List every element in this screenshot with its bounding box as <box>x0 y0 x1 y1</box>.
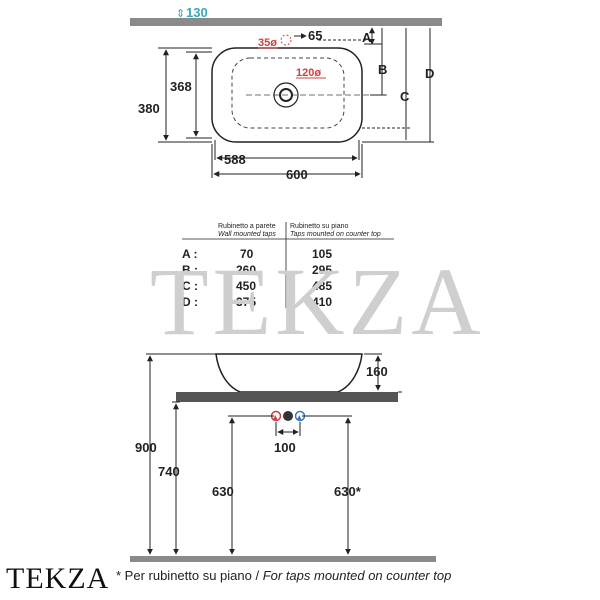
row-c-label: C : <box>182 279 198 293</box>
row-d-wall: 375 <box>236 295 256 309</box>
dim-600: 600 <box>286 167 308 182</box>
tap-hole <box>280 34 292 46</box>
row-a-counter: 105 <box>312 247 332 261</box>
label-b: B <box>378 62 387 77</box>
label-d: D <box>425 66 434 81</box>
overflow-arrow-icon: ⇕ <box>176 7 185 20</box>
row-b-label: B : <box>182 263 198 277</box>
svg-text:▲: ▲ <box>273 414 278 421</box>
head-col2-it: Rubinetto su piano <box>290 223 348 230</box>
table-row: A : 70 105 <box>182 247 332 261</box>
head-col2-en: Taps mounted on counter top <box>290 231 381 238</box>
footnote-plain: * Per rubinetto su piano / <box>116 568 263 583</box>
footnote: * Per rubinetto su piano / For taps moun… <box>116 568 451 583</box>
dim-740: 740 <box>158 464 180 479</box>
basin-outline <box>211 47 363 143</box>
dim-900: 900 <box>135 440 157 455</box>
head-col1-it: Rubinetto a parete <box>218 223 276 230</box>
dim-368: 368 <box>170 79 192 94</box>
footnote-italic: For taps mounted on counter top <box>262 568 452 583</box>
row-c-wall: 450 <box>236 279 256 293</box>
dim-35: 35ø <box>258 37 277 49</box>
svg-text:▲: ▲ <box>297 414 302 421</box>
dim-160: 160 <box>366 364 388 379</box>
row-a-label: A : <box>182 247 198 261</box>
basin-profile <box>215 353 363 393</box>
top-view: ⇕ 130 35ø 65 120ø 368 380 <box>130 5 442 182</box>
row-b-wall: 260 <box>236 263 256 277</box>
table-row: D : 375 410 <box>182 295 332 309</box>
row-c-counter: 485 <box>312 279 332 293</box>
basin-inner-dashed <box>231 57 345 129</box>
dim-588: 588 <box>224 152 246 167</box>
table-row: C : 450 485 <box>182 279 332 293</box>
dimensions-table: Rubinetto a parete Wall mounted taps Rub… <box>182 222 394 309</box>
label-c: C <box>400 89 410 104</box>
row-a-wall: 70 <box>240 247 254 261</box>
table-row: B : 260 295 <box>182 263 332 277</box>
dim-380: 380 <box>138 101 160 116</box>
dim-120: 120ø <box>296 67 321 79</box>
row-b-counter: 295 <box>312 263 332 277</box>
drain-inner <box>279 88 293 102</box>
dim-100: 100 <box>274 440 296 455</box>
dim-65: 65 <box>308 28 322 43</box>
side-view: 160 900 740 ▲ ▲ 100 630 630* <box>130 353 436 562</box>
tekza-logo: TEKZA <box>6 562 110 595</box>
wall-bar-top <box>130 18 442 26</box>
countertop <box>176 392 398 402</box>
label-a: A <box>362 30 372 45</box>
dim-630-right: 630* <box>334 484 362 499</box>
dim-630-left: 630 <box>212 484 234 499</box>
row-d-counter: 410 <box>312 295 332 309</box>
head-col1-en: Wall mounted taps <box>218 231 276 238</box>
watermark: TEKZA <box>150 248 485 355</box>
drain-pipe-icon <box>283 411 293 421</box>
drain-outer <box>273 82 299 108</box>
row-d-label: D : <box>182 295 198 309</box>
floor-bar <box>130 556 436 562</box>
overflow-label: 130 <box>186 5 208 20</box>
